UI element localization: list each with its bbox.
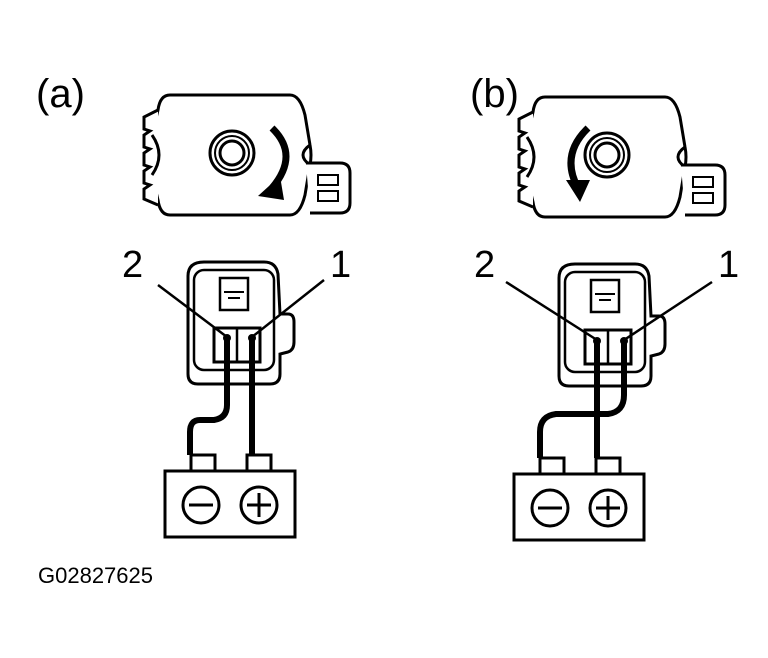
pin-2-leader-b [505, 280, 598, 342]
battery-b [512, 456, 646, 542]
sensor-body-b [517, 95, 727, 219]
panel-b-pin-2-label: 2 [474, 244, 496, 286]
wire-pin1-negative-b [537, 341, 627, 458]
counterclockwise-arrow-icon [566, 125, 591, 202]
sensor-body-a [142, 93, 352, 217]
panel-b [505, 95, 727, 542]
battery-a [163, 453, 297, 539]
connector-a [186, 260, 296, 386]
panel-a [142, 93, 352, 539]
figure-code: G02827625 [38, 563, 153, 588]
panel-a-label: (a) [36, 72, 85, 116]
clockwise-arrow-icon [258, 125, 290, 200]
panel-b-pin-1-label: 1 [718, 244, 740, 286]
panel-a-pin-1-label: 1 [330, 244, 352, 286]
wire-pin2-negative-a [187, 338, 230, 455]
pin-1-leader-a [251, 279, 325, 338]
panel-a-pin-2-label: 2 [122, 244, 144, 286]
panel-b-label: (b) [470, 72, 519, 116]
pin-1-leader-b [623, 280, 713, 342]
pin-2-leader-a [157, 284, 228, 338]
